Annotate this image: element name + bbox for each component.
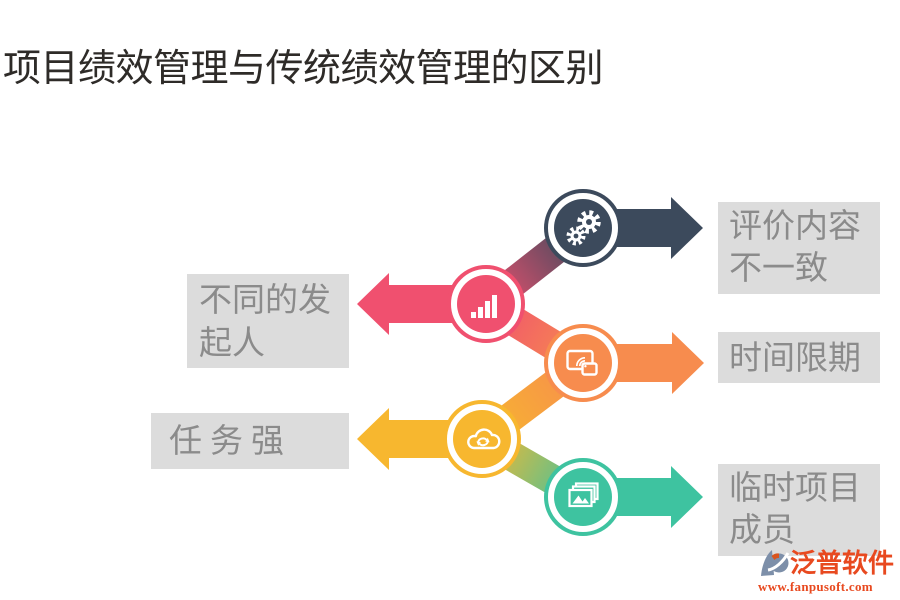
node-temporary-members <box>544 458 622 536</box>
label-different-initiator: 不同的发 起人 <box>187 274 349 368</box>
label-time-limit: 时间限期 <box>718 332 880 383</box>
cloud-sync-icon <box>467 428 501 450</box>
screen-cast-icon <box>566 349 598 376</box>
photos-icon <box>568 482 599 508</box>
label-task-strength: 任务强 <box>151 413 349 469</box>
node-evaluation-content <box>544 189 622 267</box>
page-title: 项目绩效管理与传统绩效管理的区别 <box>3 48 604 90</box>
watermark-brand: 泛普软件 <box>790 548 895 578</box>
watermark-url: www.fanpusoft.com <box>758 579 873 594</box>
gears-icon <box>566 210 601 246</box>
bar-chart-icon <box>471 295 497 318</box>
fanpu-logo-icon <box>761 550 790 576</box>
label-temporary-members: 临时项目 成员 <box>718 464 880 556</box>
node-task-strength <box>443 400 521 478</box>
node-time-limit <box>544 324 622 402</box>
label-evaluation-content: 评价内容 不一致 <box>718 202 880 294</box>
watermark: 泛普软件 www.fanpusoft.com <box>758 547 900 595</box>
node-different-initiator <box>447 265 525 343</box>
